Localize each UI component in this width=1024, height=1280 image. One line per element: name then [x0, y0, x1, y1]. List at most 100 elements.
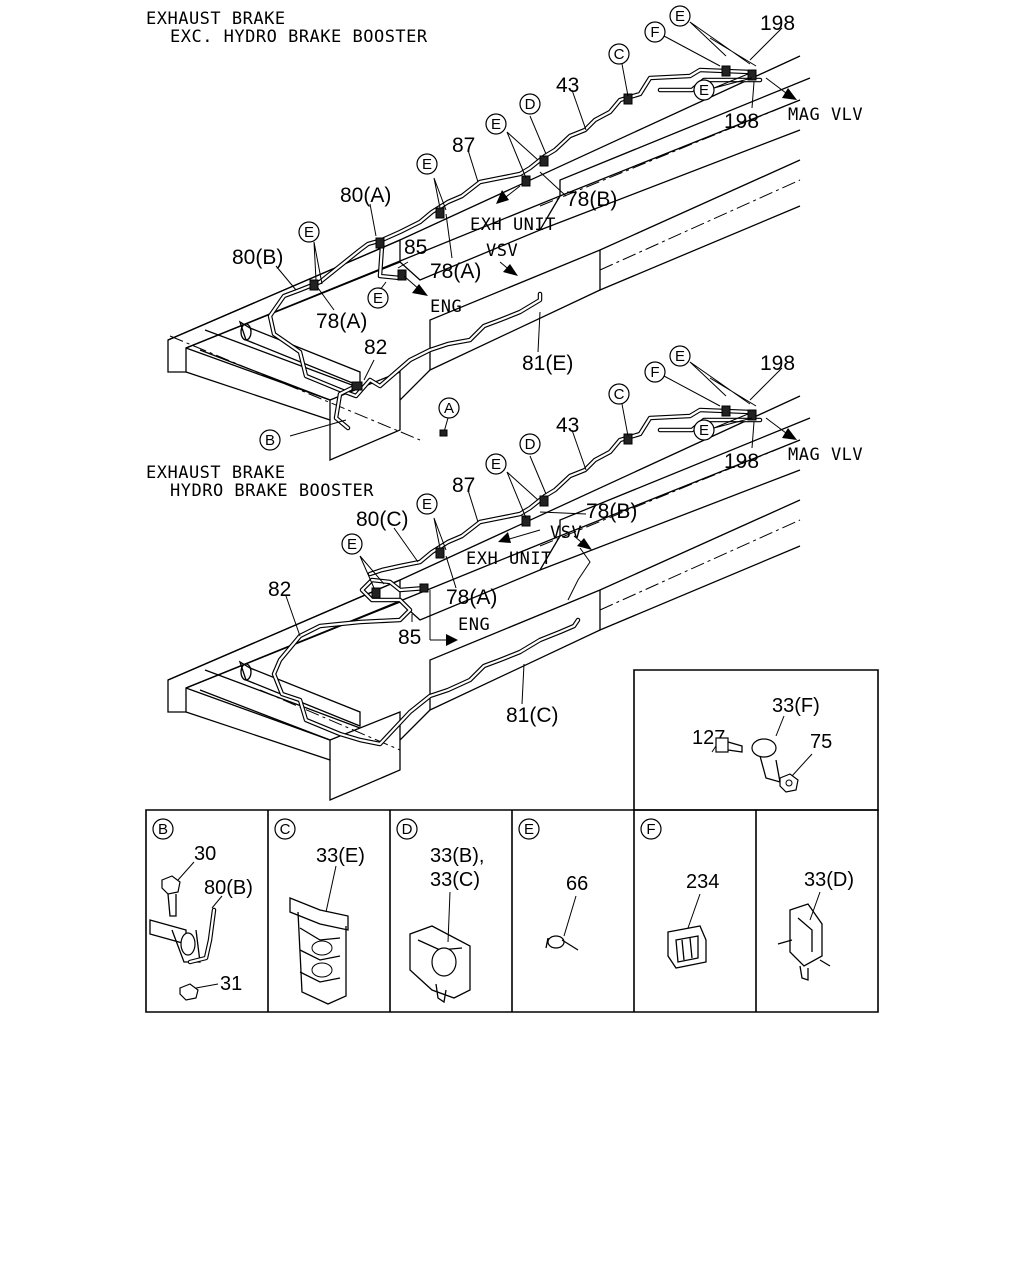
label-81e: 81(E)	[522, 352, 573, 375]
lower-pipes	[271, 407, 763, 747]
label-43: 43	[556, 414, 579, 437]
callout-letter-e: E	[347, 536, 357, 553]
callout-letter-f: F	[650, 24, 659, 41]
callout-letter-d: D	[525, 96, 536, 113]
upper-clamps	[309, 65, 757, 391]
label-31: 31	[220, 973, 242, 995]
upper-leaders	[275, 21, 783, 437]
lower-callout-letters: E F C D E E E E	[347, 348, 709, 553]
callout-letter-e: E	[304, 224, 314, 241]
label-33d: 33(D)	[804, 869, 854, 891]
clip-33bc-icon	[409, 925, 471, 1004]
label-78a-left: 78(A)	[316, 310, 367, 333]
bolt-127-icon	[715, 737, 743, 753]
label-mag-vlv: MAG VLV	[788, 445, 863, 465]
upper-callout-circle	[367, 287, 389, 309]
callout-letter-d: D	[525, 436, 536, 453]
detail-dividers	[267, 810, 757, 1012]
fastener-panel-border	[633, 669, 879, 811]
upper-arrows	[403, 77, 797, 437]
lower-callout-circle	[644, 361, 666, 383]
detail-panel-g: 33(D)	[777, 869, 854, 981]
detail-panel-d: D 33(B), 33(C)	[396, 818, 484, 1004]
detail-panel-b: B 30 80(B) 31	[149, 818, 253, 1001]
callout-letter-e: E	[675, 348, 685, 365]
nut-75-icon	[779, 773, 799, 793]
callout-letter-c: C	[614, 46, 625, 63]
label-vsv: VSV	[486, 241, 518, 261]
upper-callout-circles	[259, 5, 715, 451]
lower-view: EXHAUST BRAKE HYDRO BRAKE BOOSTER	[146, 345, 863, 801]
callout-letter-f: F	[650, 364, 659, 381]
label-eng: ENG	[430, 297, 462, 317]
panel-f-callout: F	[646, 821, 655, 838]
bracket-80b-icon	[149, 907, 217, 965]
label-80c: 80(C)	[356, 508, 409, 531]
label-85: 85	[404, 236, 427, 259]
upper-callout-circle	[644, 21, 666, 43]
label-eng: ENG	[458, 615, 490, 635]
label-33c: 33(C)	[430, 869, 480, 891]
callout-letter-e: E	[373, 290, 383, 307]
label-mag-vlv: MAG VLV	[788, 105, 863, 125]
label-exh-unit: EXH UNIT	[466, 549, 552, 569]
callout-letter-e: E	[422, 496, 432, 513]
fastener-panel: 127 33(F) 75	[692, 695, 832, 793]
upper-callout-circle	[416, 153, 438, 175]
upper-callout-circle	[485, 113, 507, 135]
upper-callout-circle	[693, 79, 715, 101]
upper-callout-letters: E F C D E E E E E A B	[265, 8, 709, 449]
label-78a-mid: 78(A)	[430, 260, 481, 283]
panel-d-callout: D	[402, 821, 413, 838]
label-198-bottom: 198	[724, 110, 759, 133]
clip-33e-icon	[289, 897, 349, 1005]
lower-callout-circles	[341, 345, 715, 555]
lower-callout-circle	[519, 433, 541, 455]
label-82: 82	[268, 578, 291, 601]
label-30: 30	[194, 843, 216, 865]
lower-arrows	[430, 417, 797, 646]
callout-letter-e: E	[675, 8, 685, 25]
upper-frame	[167, 55, 811, 461]
panel-c-callout: C	[280, 821, 291, 838]
detail-panel-c: C 33(E)	[274, 818, 365, 1005]
callout-letter-e: E	[422, 156, 432, 173]
label-33e: 33(E)	[316, 845, 365, 867]
callout-letter-a: A	[444, 400, 454, 417]
upper-view: EXHAUST BRAKE EXC. HYDRO BRAKE BOOSTER	[146, 5, 863, 461]
label-33f: 33(F)	[772, 695, 820, 717]
detail-panel-f: F 234	[640, 818, 719, 969]
upper-callout-circle	[519, 93, 541, 115]
panel-b-callout: B	[158, 821, 168, 838]
upper-callout-circle	[608, 43, 630, 65]
lower-callout-circle	[416, 493, 438, 515]
panel-e-callout: E	[524, 821, 534, 838]
upper-pipes	[267, 67, 763, 431]
label-78b: 78(B)	[566, 188, 617, 211]
upper-callout-circle	[298, 221, 320, 243]
lower-callout-circle	[341, 533, 363, 555]
callout-letter-e: E	[491, 116, 501, 133]
lower-callout-circle	[485, 453, 507, 475]
callout-letter-e: E	[699, 82, 709, 99]
upper-title-line1: EXHAUST BRAKE	[146, 9, 286, 29]
label-33b: 33(B),	[430, 845, 484, 867]
label-75: 75	[810, 731, 832, 753]
label-78b: 78(B)	[586, 500, 637, 523]
clamp-33f-icon	[751, 738, 781, 783]
label-198-top: 198	[760, 12, 795, 35]
lower-frame	[167, 395, 811, 801]
upper-callout-circle	[669, 5, 691, 27]
detail-panel-e: E 66	[518, 818, 588, 951]
callout-letter-b: B	[265, 432, 275, 449]
upper-callout-circle	[438, 397, 460, 419]
label-198-top: 198	[760, 352, 795, 375]
label-exh-unit: EXH UNIT	[470, 215, 556, 235]
label-80b: 80(B)	[232, 246, 283, 269]
lower-callout-circle	[669, 345, 691, 367]
label-198-bottom: 198	[724, 450, 759, 473]
label-87: 87	[452, 474, 475, 497]
label-43: 43	[556, 74, 579, 97]
lower-labels: 198 198 MAG VLV 43 87 78(B) 80(C) EXH UN…	[268, 352, 863, 727]
